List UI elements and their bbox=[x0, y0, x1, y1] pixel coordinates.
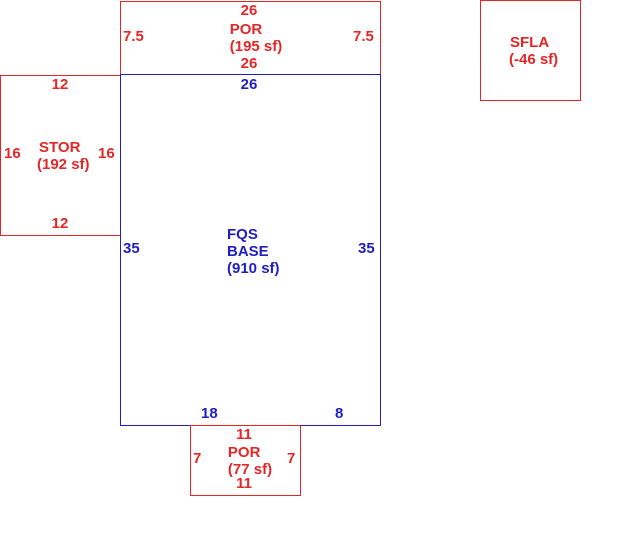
por-top-area-text: (195 sf) bbox=[229, 38, 283, 55]
sfla-name: SFLA bbox=[510, 34, 550, 51]
stor-dim-left: 16 bbox=[4, 145, 21, 162]
por-bottom-dim-right: 7 bbox=[287, 450, 296, 467]
stor-dim-bottom: 12 bbox=[51, 215, 69, 232]
base-label: FQS BASE (910 sf) bbox=[227, 226, 280, 277]
stor-dim-right: 16 bbox=[98, 145, 115, 162]
base-dim-bottom-left: 18 bbox=[201, 405, 218, 422]
base-dim-top: 26 bbox=[240, 76, 258, 93]
base-name: BASE bbox=[227, 243, 269, 260]
sfla-label: SFLA (-46 sf) bbox=[509, 34, 558, 68]
por-top-dim-right: 7.5 bbox=[353, 28, 374, 45]
por-top-name: POR bbox=[229, 21, 263, 38]
base-area-text: (910 sf) bbox=[227, 260, 280, 277]
stor-label: STOR (192 sf) bbox=[37, 139, 90, 173]
por-bottom-label: POR (77 sf) bbox=[228, 444, 272, 478]
por-bottom-area[interactable] bbox=[190, 425, 301, 496]
por-top-label: POR (195 sf) bbox=[230, 21, 283, 55]
por-top-dim-bottom: 26 bbox=[240, 55, 258, 72]
sfla-area-text: (-46 sf) bbox=[509, 51, 559, 68]
por-bottom-area-text: (77 sf) bbox=[227, 461, 273, 478]
por-top-dim-top: 26 bbox=[240, 2, 258, 19]
por-bottom-dim-top: 11 bbox=[236, 426, 252, 443]
stor-name: STOR bbox=[39, 139, 81, 156]
stor-dim-top: 12 bbox=[51, 76, 69, 93]
stor-area-text: (192 sf) bbox=[37, 156, 90, 173]
base-code: FQS bbox=[227, 226, 258, 243]
base-dim-left: 35 bbox=[123, 240, 140, 257]
sfla-box[interactable] bbox=[480, 0, 581, 101]
base-dim-right: 35 bbox=[358, 240, 375, 257]
por-bottom-dim-left: 7 bbox=[193, 450, 202, 467]
base-dim-bottom-right: 8 bbox=[335, 405, 344, 422]
por-bottom-dim-bottom: 11 bbox=[236, 475, 252, 492]
por-bottom-name: POR bbox=[227, 444, 261, 461]
por-top-dim-left: 7.5 bbox=[123, 28, 144, 45]
